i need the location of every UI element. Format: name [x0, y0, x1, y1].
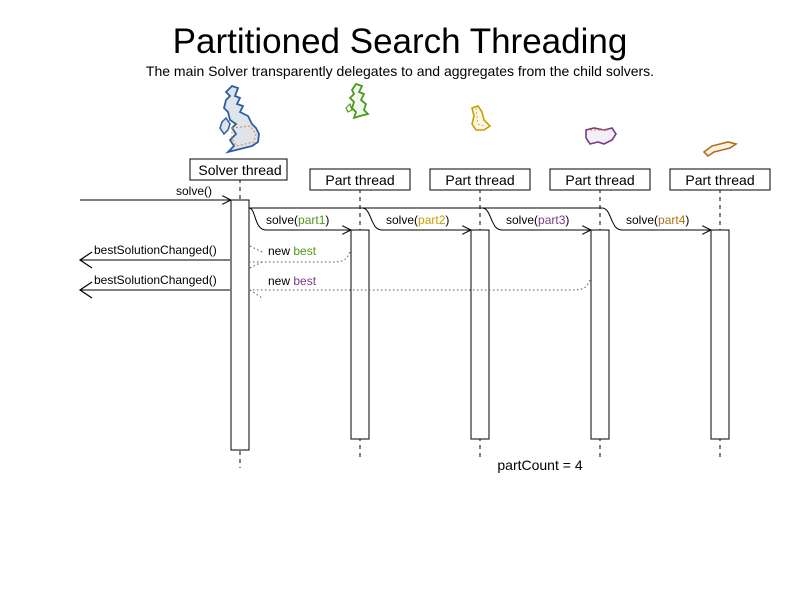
solve-part1-arrow — [248, 207, 350, 230]
best-part3: best — [293, 274, 316, 288]
part2-activation — [470, 229, 490, 440]
part-thread-box-1: Part thread — [309, 168, 411, 191]
best-solution-changed-2: bestSolutionChanged() — [78, 273, 230, 299]
england-south-map-icon — [585, 127, 617, 145]
diagram-subtitle: The main Solver transparently delegates … — [145, 63, 655, 79]
solve-label: solve() — [176, 184, 212, 198]
part2-name: part2 — [418, 213, 446, 227]
solver-thread-box: Solver thread — [189, 158, 288, 181]
activation-bars — [230, 199, 730, 451]
uk-map-icon — [219, 84, 260, 154]
wales-map-icon — [471, 105, 492, 131]
part3-name: part3 — [538, 213, 566, 227]
best-part1: best — [293, 244, 316, 258]
new-best-label-2: new best — [268, 274, 317, 288]
new-best-part3-line — [250, 279, 591, 291]
part1-activation — [350, 229, 370, 440]
solver-activation — [230, 199, 250, 451]
solve-message: solve() — [80, 184, 230, 200]
peninsula-map-icon — [702, 141, 738, 158]
part-thread-box-3: Part thread — [549, 168, 651, 191]
part4-activation — [710, 229, 730, 440]
scotland-map-icon — [345, 82, 370, 120]
diagram-title: Partitioned Search Threading — [172, 22, 628, 61]
solve-part4-label: solve(part4) — [626, 213, 689, 227]
solve-part1-label: solve(part1) — [266, 213, 329, 227]
best-solution-changed-label-2: bestSolutionChanged() — [94, 273, 217, 287]
part-thread-box-4: Part thread — [669, 168, 771, 191]
part4-name: part4 — [658, 213, 686, 227]
solve-part2-label: solve(part2) — [386, 213, 449, 227]
part3-activation — [590, 229, 610, 440]
solve-part4-arrow — [482, 207, 710, 230]
solver-thread-label: Solver thread — [198, 162, 281, 178]
solve-part3-label: solve(part3) — [506, 213, 569, 227]
part-count-label: partCount = 4 — [497, 457, 582, 473]
new-best-part1-line — [250, 251, 351, 263]
part1-name: part1 — [298, 213, 326, 227]
new-best-callbacks — [249, 245, 591, 299]
part-thread-box-2: Part thread — [429, 168, 531, 191]
part-thread-label-2: Part thread — [445, 172, 514, 188]
part-thread-label-3: Part thread — [565, 172, 634, 188]
solve-part-messages — [248, 207, 710, 230]
best-solution-changed-1: bestSolutionChanged() — [78, 243, 230, 269]
best-solution-changed-label-1: bestSolutionChanged() — [94, 243, 217, 257]
part-thread-label-1: Part thread — [325, 172, 394, 188]
new-best-label-1: new best — [268, 244, 317, 258]
part-thread-label-4: Part thread — [685, 172, 754, 188]
